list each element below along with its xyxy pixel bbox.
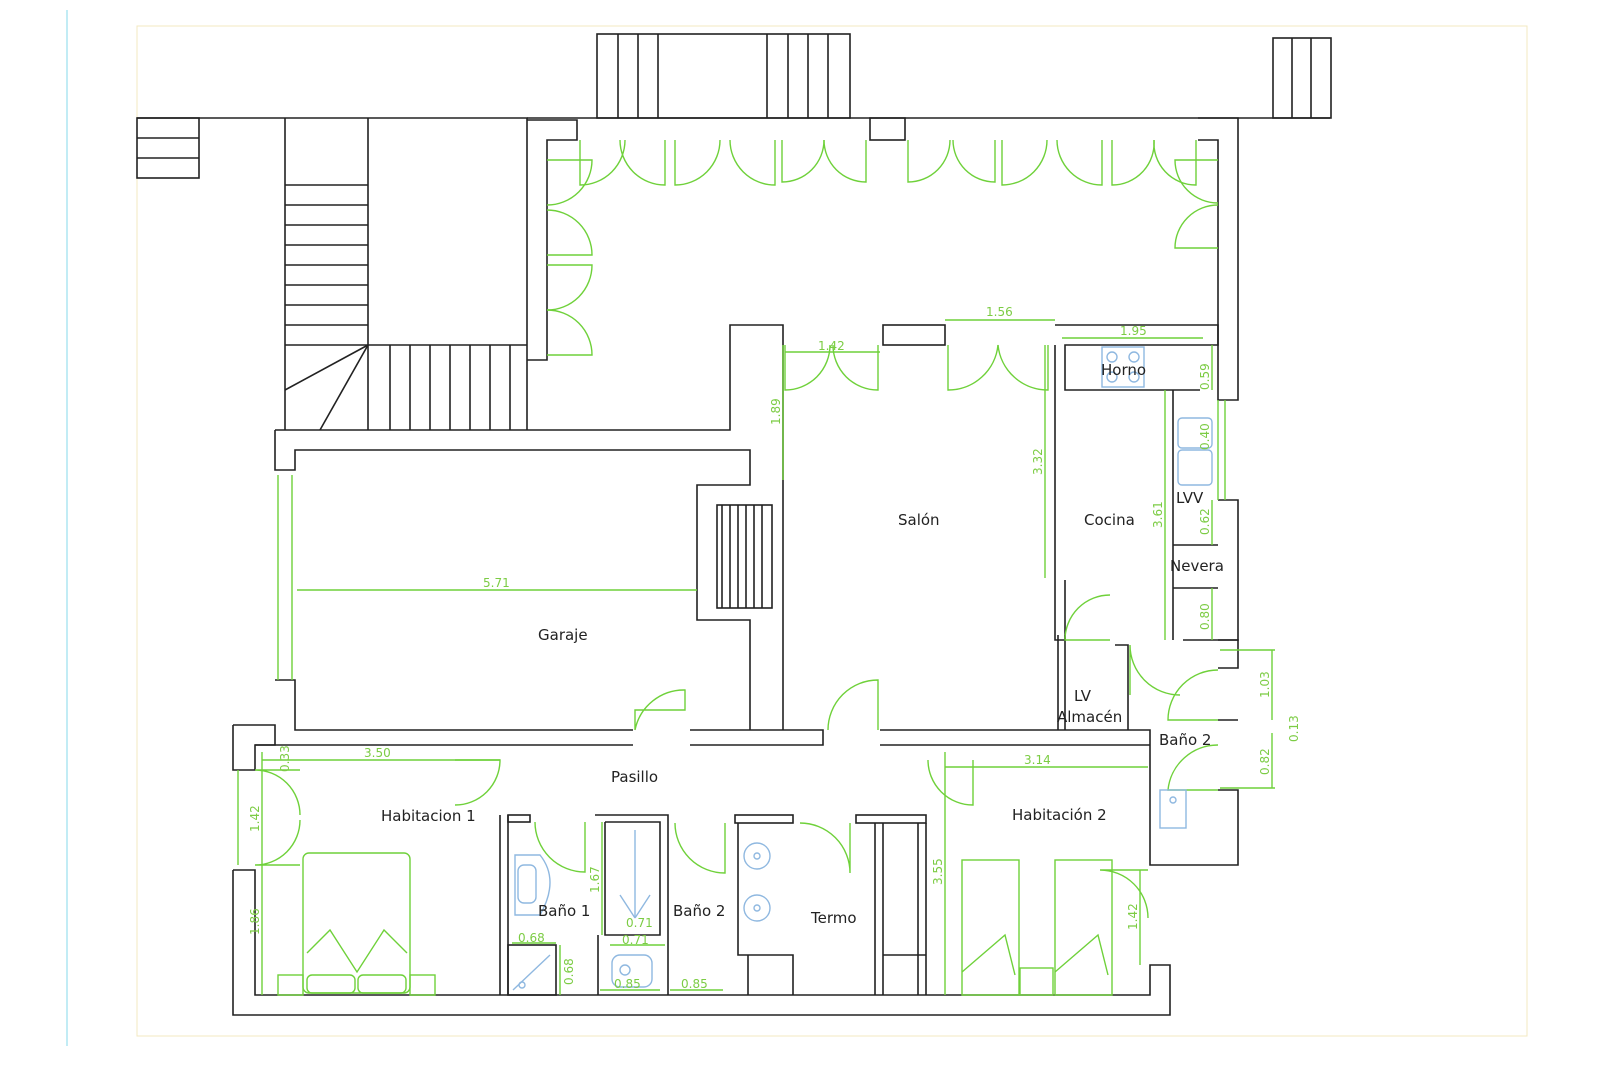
label-almacen: Almacén <box>1057 708 1122 726</box>
dim: 0.62 <box>1198 508 1212 535</box>
label-bano2: Baño 2 <box>673 902 725 920</box>
dim: 1.67 <box>588 866 602 893</box>
label-habitacion2: Habitación 2 <box>1012 806 1107 824</box>
label-horno: Horno <box>1101 361 1146 379</box>
doors-windows <box>254 139 1226 996</box>
walls <box>136 33 1332 1016</box>
dim: 0.85 <box>614 977 641 991</box>
dim: 1.86 <box>248 908 262 935</box>
dimension-labels: 1.56 1.95 1.42 1.89 3.32 0.59 0.40 3.61 … <box>248 305 1301 991</box>
dim: 1.89 <box>769 398 783 425</box>
dim: 1.42 <box>1126 903 1140 930</box>
dim: 3.50 <box>364 746 391 760</box>
dimension-lines <box>237 319 1275 995</box>
dim: 0.68 <box>562 958 576 985</box>
label-pasillo: Pasillo <box>611 768 658 786</box>
dim: 3.61 <box>1151 501 1165 528</box>
label-salon: Salón <box>898 511 940 529</box>
dim: 0.13 <box>1287 715 1301 742</box>
dim: 1.03 <box>1258 671 1272 698</box>
label-cocina: Cocina <box>1084 511 1135 529</box>
dim: 1.95 <box>1120 324 1147 338</box>
dim: 1.42 <box>818 339 845 353</box>
label-termo: Termo <box>810 909 857 927</box>
label-bano1: Baño 1 <box>538 902 590 920</box>
dim: 0.40 <box>1198 423 1212 450</box>
dim: 0.82 <box>1258 748 1272 775</box>
dim: 0.80 <box>1198 603 1212 630</box>
dim: 3.55 <box>931 858 945 885</box>
dim: 0.71 <box>622 933 649 947</box>
room-labels: Garaje Salón Cocina Horno LVV Nevera LV … <box>381 361 1224 927</box>
label-habitacion1: Habitacion 1 <box>381 807 476 825</box>
dim: 1.56 <box>986 305 1013 319</box>
dim: 0.68 <box>518 931 545 945</box>
label-lvv: LVV <box>1176 489 1204 507</box>
label-lv: LV <box>1074 687 1092 705</box>
dim: 3.14 <box>1024 753 1051 767</box>
dim: 0.59 <box>1198 363 1212 390</box>
dim: 0.33 <box>278 745 292 772</box>
label-bano2-right: Baño 2 <box>1159 731 1211 749</box>
dim: 5.71 <box>483 576 510 590</box>
label-garaje: Garaje <box>538 626 588 644</box>
dim: 0.71 <box>626 916 653 930</box>
fixtures <box>512 346 1213 991</box>
dim: 3.32 <box>1031 448 1045 475</box>
sheet-border <box>136 25 1528 1037</box>
dim: 0.85 <box>681 977 708 991</box>
dim: 1.42 <box>248 805 262 832</box>
label-nevera: Nevera <box>1170 557 1224 575</box>
